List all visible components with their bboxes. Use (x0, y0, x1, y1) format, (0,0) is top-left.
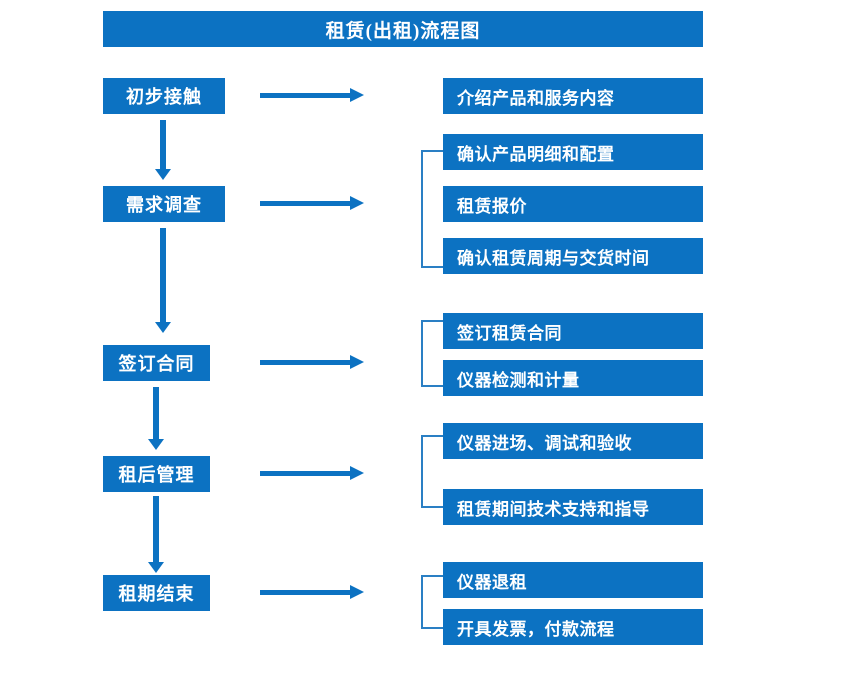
detail-box-5-1[interactable]: 仪器退租 (443, 562, 703, 598)
arrow-head (350, 585, 364, 599)
detail-box-4-2[interactable]: 租赁期间技术支持和指导 (443, 489, 703, 525)
arrow-head (350, 88, 364, 102)
arrow-shaft (160, 228, 166, 322)
group-bracket-4 (421, 435, 443, 508)
arrow-shaft (260, 201, 352, 206)
arrow-right-stage-3 (260, 355, 364, 369)
arrow-right-stage-2 (260, 196, 364, 210)
arrow-down-stage-3-to-4 (148, 387, 164, 450)
arrow-head (350, 196, 364, 210)
arrow-down-stage-2-to-3 (155, 228, 171, 333)
group-bracket-5 (421, 575, 443, 629)
detail-box-2-2[interactable]: 租赁报价 (443, 186, 703, 222)
diagram-title-banner: 租赁(出租)流程图 (103, 11, 703, 47)
arrow-head (350, 355, 364, 369)
group-bracket-2 (421, 150, 443, 268)
detail-box-2-3[interactable]: 确认租赁周期与交货时间 (443, 238, 703, 274)
arrow-shaft (260, 93, 352, 98)
stage-box-4[interactable]: 租后管理 (103, 456, 210, 492)
arrow-shaft (153, 496, 159, 562)
stage-box-5[interactable]: 租期结束 (103, 575, 210, 611)
detail-box-3-1[interactable]: 签订租赁合同 (443, 313, 703, 349)
detail-box-5-2[interactable]: 开具发票，付款流程 (443, 609, 703, 645)
stage-box-3[interactable]: 签订合同 (103, 345, 210, 381)
detail-box-2-1[interactable]: 确认产品明细和配置 (443, 134, 703, 170)
arrow-shaft (160, 120, 166, 169)
arrow-shaft (153, 387, 159, 439)
stage-box-2[interactable]: 需求调查 (103, 186, 225, 222)
arrow-shaft (260, 360, 352, 365)
arrow-head (155, 169, 171, 180)
arrow-right-stage-4 (260, 466, 364, 480)
arrow-head (155, 322, 171, 333)
arrow-shaft (260, 471, 352, 476)
group-bracket-3 (421, 320, 443, 387)
arrow-head (148, 439, 164, 450)
arrow-right-stage-1 (260, 88, 364, 102)
arrow-head (350, 466, 364, 480)
arrow-shaft (260, 590, 352, 595)
arrow-down-stage-1-to-2 (155, 120, 171, 180)
detail-box-4-1[interactable]: 仪器进场、调试和验收 (443, 423, 703, 459)
detail-box-1-1[interactable]: 介绍产品和服务内容 (443, 78, 703, 114)
arrow-right-stage-5 (260, 585, 364, 599)
stage-box-1[interactable]: 初步接触 (103, 78, 225, 114)
arrow-down-stage-4-to-5 (148, 496, 164, 573)
arrow-head (148, 562, 164, 573)
detail-box-3-2[interactable]: 仪器检测和计量 (443, 360, 703, 396)
